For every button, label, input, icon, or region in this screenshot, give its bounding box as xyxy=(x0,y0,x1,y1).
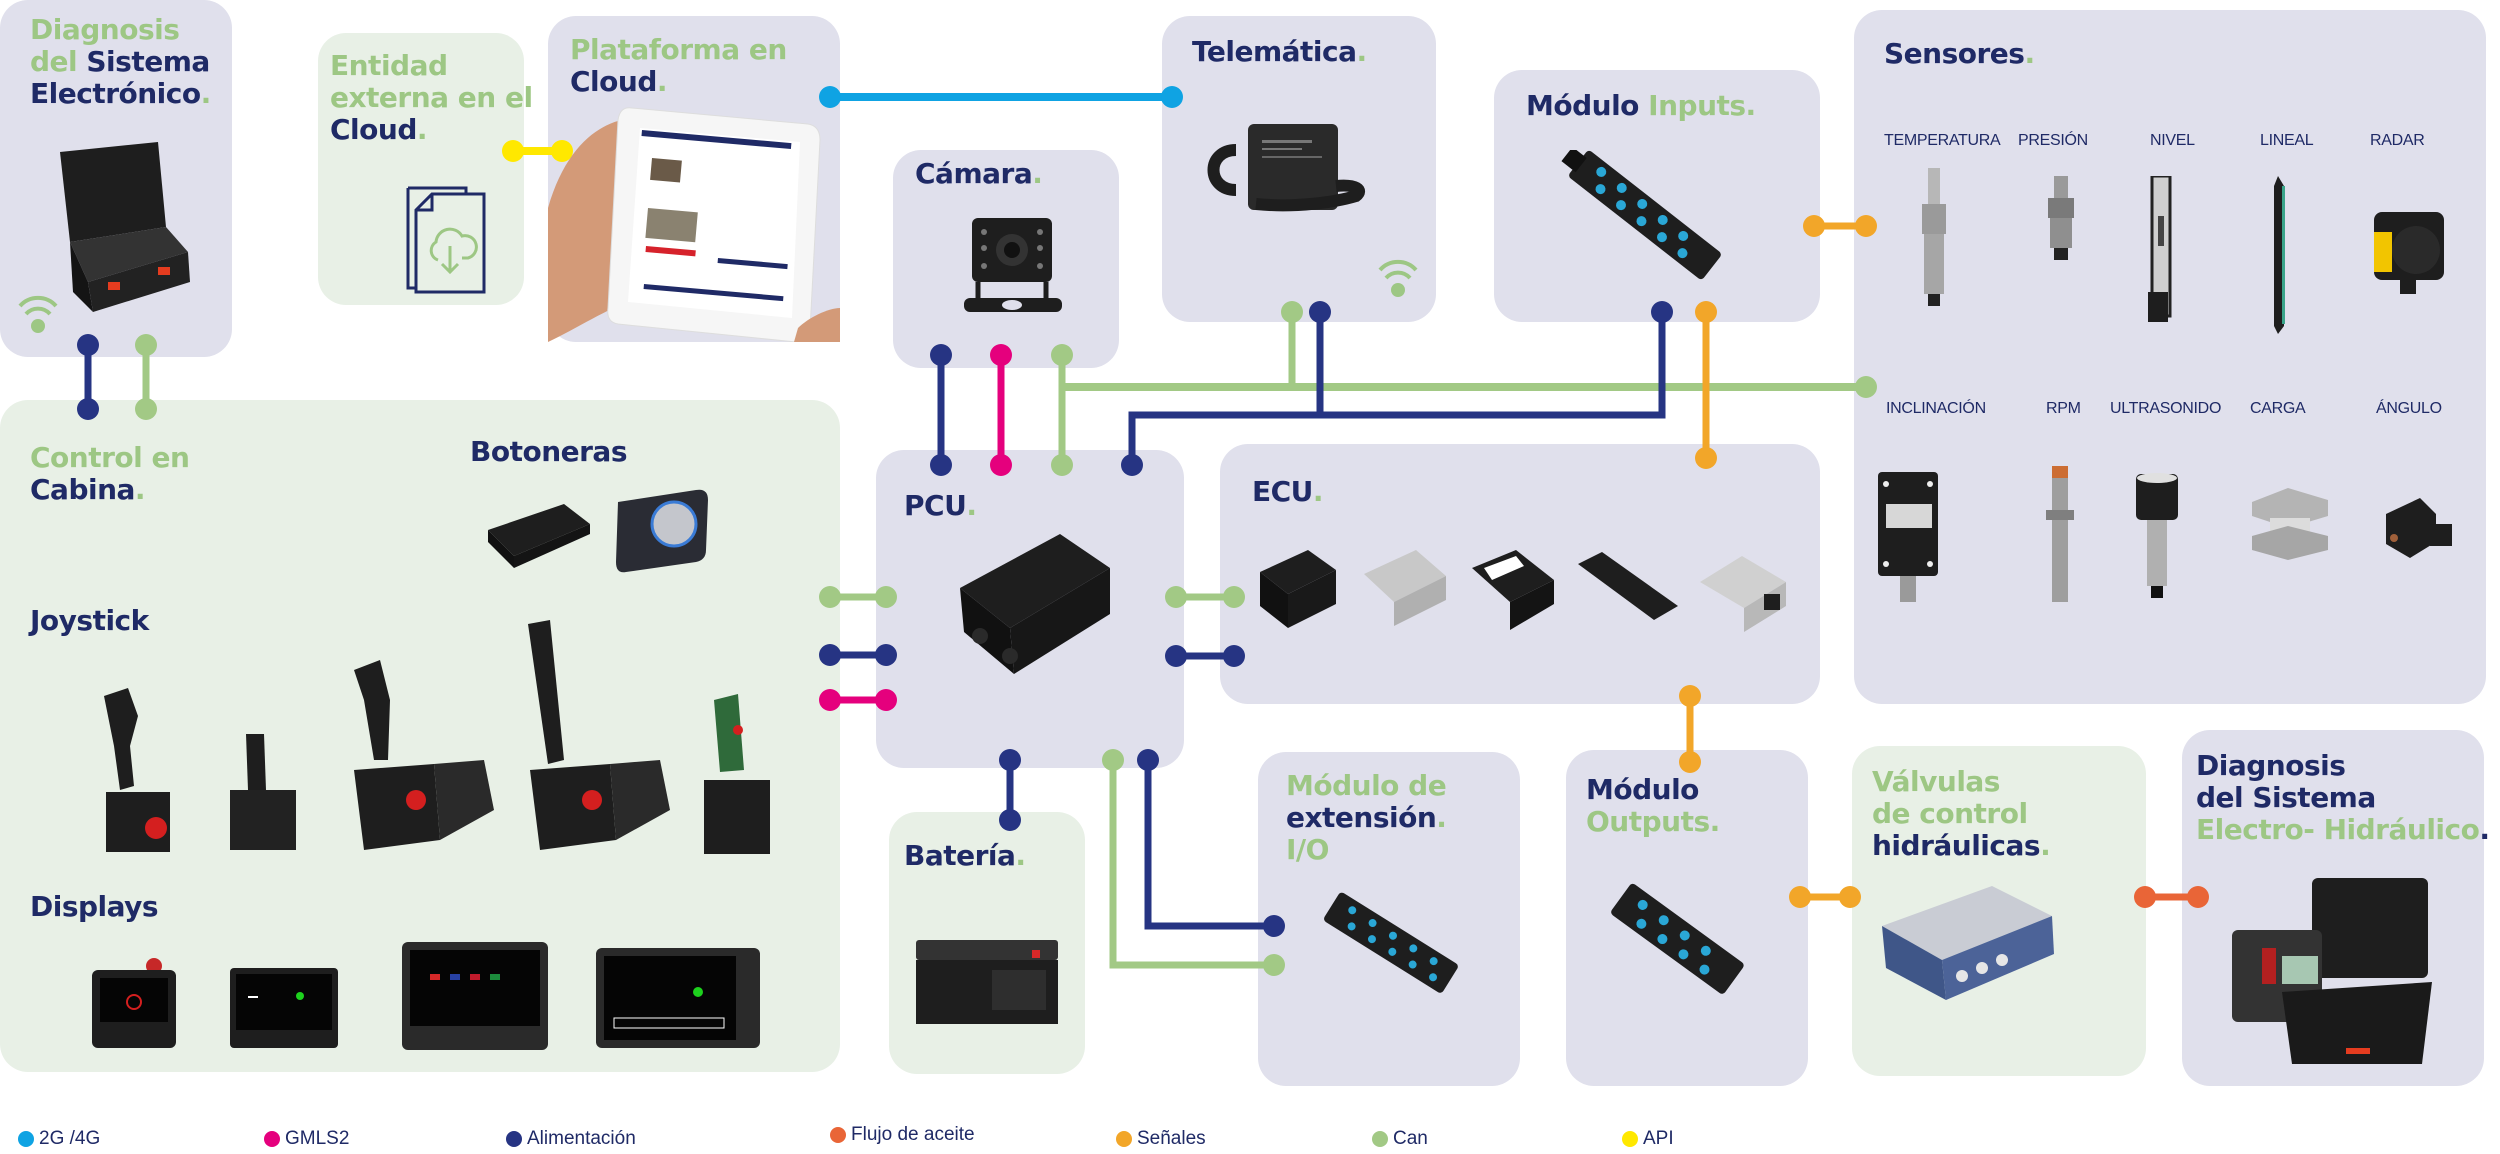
button-panel-image xyxy=(488,504,590,568)
inclination-sensor-image xyxy=(1878,472,1938,602)
card-external-cloud-entity xyxy=(318,33,524,305)
legend-label-alimentacion: Alimentación xyxy=(527,1128,636,1149)
pcu-title: PCU. xyxy=(904,489,977,522)
legend-label-api: API xyxy=(1643,1128,1674,1149)
displays-heading: Displays xyxy=(30,890,159,923)
cloud-platform-tablet-image xyxy=(548,107,840,342)
temperature-sensor-image xyxy=(1922,168,1946,306)
wifi-icon xyxy=(1378,259,1418,297)
linear-sensor-image xyxy=(2274,176,2285,334)
display-image-2 xyxy=(230,968,338,1048)
camera-image xyxy=(964,218,1062,312)
legend-label-flujo-aceite: Flujo de aceite xyxy=(851,1124,975,1145)
ecu-image-4 xyxy=(1578,552,1678,620)
display-image-4 xyxy=(596,948,760,1048)
sensor-label-temperature: TEMPERATURA xyxy=(1884,132,2001,149)
ecu-image-2 xyxy=(1364,550,1446,626)
battery-title: Batería. xyxy=(904,839,1026,872)
output-module-title: Módulo Outputs. xyxy=(1586,773,1720,838)
cabin-control-title: Control en Cabina. xyxy=(30,441,190,506)
legend-swatch-senales xyxy=(1116,1131,1132,1147)
telematics-device-image xyxy=(1207,124,1366,212)
input-module-title: Módulo Inputs. xyxy=(1526,89,1756,122)
diagnostic-case-image xyxy=(60,142,190,312)
camera-title: Cámara. xyxy=(915,157,1043,190)
ecu-title: ECU. xyxy=(1252,475,1324,508)
joystick-image-1 xyxy=(104,688,170,852)
pressure-sensor-image xyxy=(2048,176,2074,260)
cloud-platform-title: Plataforma en Cloud. xyxy=(570,33,787,98)
input-module-image xyxy=(1561,150,1721,280)
telematics-title: Telemática. xyxy=(1192,35,1367,68)
button-panels-heading: Botoneras xyxy=(470,435,628,468)
joystick-image-2 xyxy=(230,734,296,850)
legend-label-senales: Señales xyxy=(1137,1128,1206,1149)
sensor-label-inclination: INCLINACIÓN xyxy=(1886,400,1986,417)
external-cloud-title: Entidad externa en el Cloud. xyxy=(330,49,533,146)
legend-swatch-flujo-aceite xyxy=(830,1127,846,1143)
hydraulic-diagnostic-case-image xyxy=(2232,878,2432,1064)
legend-swatch-alimentacion xyxy=(506,1131,522,1147)
joystick-image-3 xyxy=(354,660,494,850)
sensor-label-angle: ÁNGULO xyxy=(2376,400,2442,417)
card-extension-module xyxy=(1258,752,1520,1086)
sensor-label-level: NIVEL xyxy=(2150,132,2195,149)
cloud-download-document-icon xyxy=(406,186,486,294)
card-sensors xyxy=(1854,10,2486,704)
legend-label-gmls2: GMLS2 xyxy=(285,1128,350,1149)
extension-module-title: Módulo de extensión. I/O xyxy=(1286,769,1447,866)
wire-2g4g xyxy=(819,86,1183,108)
legend-label-can: Can xyxy=(1393,1128,1428,1149)
legend-item-api: API xyxy=(1622,1128,1674,1150)
legend-swatch-gmls2 xyxy=(264,1131,280,1147)
legend-item-flujo-aceite: Flujo de aceite xyxy=(830,1124,975,1146)
radar-sensor-image xyxy=(2374,212,2444,294)
angle-sensor-image xyxy=(2386,498,2452,558)
legend-item-alimentacion: Alimentación xyxy=(506,1128,636,1150)
ecu-image-3 xyxy=(1472,550,1554,630)
rotary-control-panel-image xyxy=(616,489,708,573)
ultrasonic-sensor-image xyxy=(2136,473,2178,598)
card-input-module xyxy=(1494,70,1820,322)
extension-module-image xyxy=(1324,892,1458,993)
legend-swatch-2g4g xyxy=(18,1131,34,1147)
display-image-3 xyxy=(402,942,548,1050)
level-sensor-image xyxy=(2148,176,2172,322)
legend-item-2g4g: 2G /4G xyxy=(18,1128,100,1150)
sensor-label-radar: RADAR xyxy=(2370,132,2425,149)
card-output-module xyxy=(1566,750,1808,1086)
sensor-label-ultrasonic: ULTRASONIDO xyxy=(2110,400,2222,417)
hydraulic-valves-title: Válvulas de control hidráulicas. xyxy=(1872,765,2051,862)
output-module-image xyxy=(1611,883,1744,994)
ecu-image-5 xyxy=(1700,556,1786,632)
diagnosis-electronic-title: Diagnosis del Sistema Electrónico. xyxy=(30,13,211,110)
sensor-label-pressure: PRESIÓN xyxy=(2018,132,2088,149)
diagnosis-hydraulic-title: Diagnosis del Sistema Electro- Hidráulic… xyxy=(2196,749,2490,846)
legend-swatch-can xyxy=(1372,1131,1388,1147)
ecu-image-1 xyxy=(1260,550,1336,628)
joystick-image-4 xyxy=(528,620,670,850)
joystick-image-5 xyxy=(704,694,770,854)
sensors-title: Sensores. xyxy=(1884,37,2035,70)
joystick-heading: Joystick xyxy=(30,604,149,637)
sensor-label-load: CARGA xyxy=(2250,400,2306,417)
display-image-1 xyxy=(92,958,176,1048)
legend-item-senales: Señales xyxy=(1116,1128,1206,1150)
load-sensor-image xyxy=(2252,488,2328,560)
legend-item-can: Can xyxy=(1372,1128,1428,1150)
rpm-sensor-image xyxy=(2046,466,2074,602)
wifi-icon xyxy=(18,295,58,333)
legend-swatch-api xyxy=(1622,1131,1638,1147)
legend-item-gmls2: GMLS2 xyxy=(264,1128,349,1150)
pcu-image xyxy=(960,534,1110,674)
legend-label-2g4g: 2G /4G xyxy=(39,1128,101,1149)
battery-image xyxy=(916,940,1058,1024)
sensor-label-linear: LINEAL xyxy=(2260,132,2314,149)
sensor-label-rpm: RPM xyxy=(2046,400,2081,417)
hydraulic-valves-image xyxy=(1882,886,2054,1000)
